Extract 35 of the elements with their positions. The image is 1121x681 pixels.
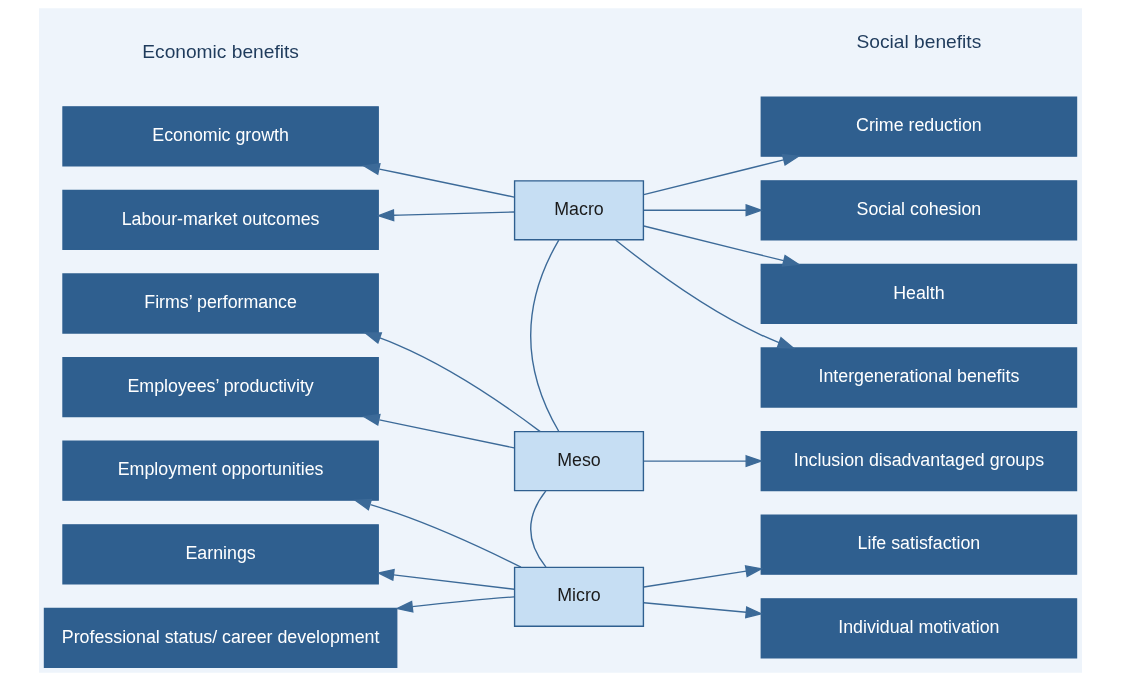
- arrow: [643, 204, 764, 217]
- arrow: [643, 602, 764, 619]
- arrow: [614, 239, 796, 349]
- arrow: [643, 153, 801, 196]
- label: Social benefits: [856, 31, 982, 53]
- node-box: Life satisfaction: [760, 514, 1078, 575]
- arrow: [643, 225, 801, 267]
- node-box: Earnings: [62, 524, 379, 585]
- node-box: Micro: [513, 566, 645, 627]
- arrow: [362, 162, 515, 198]
- arrow: [362, 413, 515, 449]
- node-box: Social cohesion: [760, 180, 1078, 241]
- arrow: [376, 568, 515, 590]
- node-box: Economic growth: [62, 106, 379, 167]
- node-box: Employees’ productivity: [62, 356, 379, 418]
- node-box: Crime reduction: [760, 96, 1078, 157]
- node-box: Inclusion disadvantaged groups: [760, 430, 1078, 492]
- connector: [530, 239, 560, 432]
- node-box: Individual motivation: [760, 598, 1078, 659]
- node-box: Intergenerational benefits: [760, 347, 1078, 408]
- node-box: Firms’ performance: [62, 273, 379, 334]
- node-box: Professional status/ career development: [43, 607, 398, 669]
- node-box: Health: [760, 263, 1078, 325]
- arrow: [643, 454, 764, 468]
- arrow: [376, 209, 515, 222]
- arrow: [643, 565, 764, 588]
- node-box: Labour-market outcomes: [62, 189, 379, 251]
- arrow: [395, 596, 515, 613]
- arrow: [363, 332, 541, 433]
- label: Economic benefits: [142, 40, 299, 62]
- connector: [530, 490, 547, 568]
- node-box: Employment opportunities: [62, 440, 379, 501]
- node-box: Macro: [513, 180, 645, 241]
- arrow: [353, 498, 522, 568]
- node-box: Meso: [513, 430, 645, 492]
